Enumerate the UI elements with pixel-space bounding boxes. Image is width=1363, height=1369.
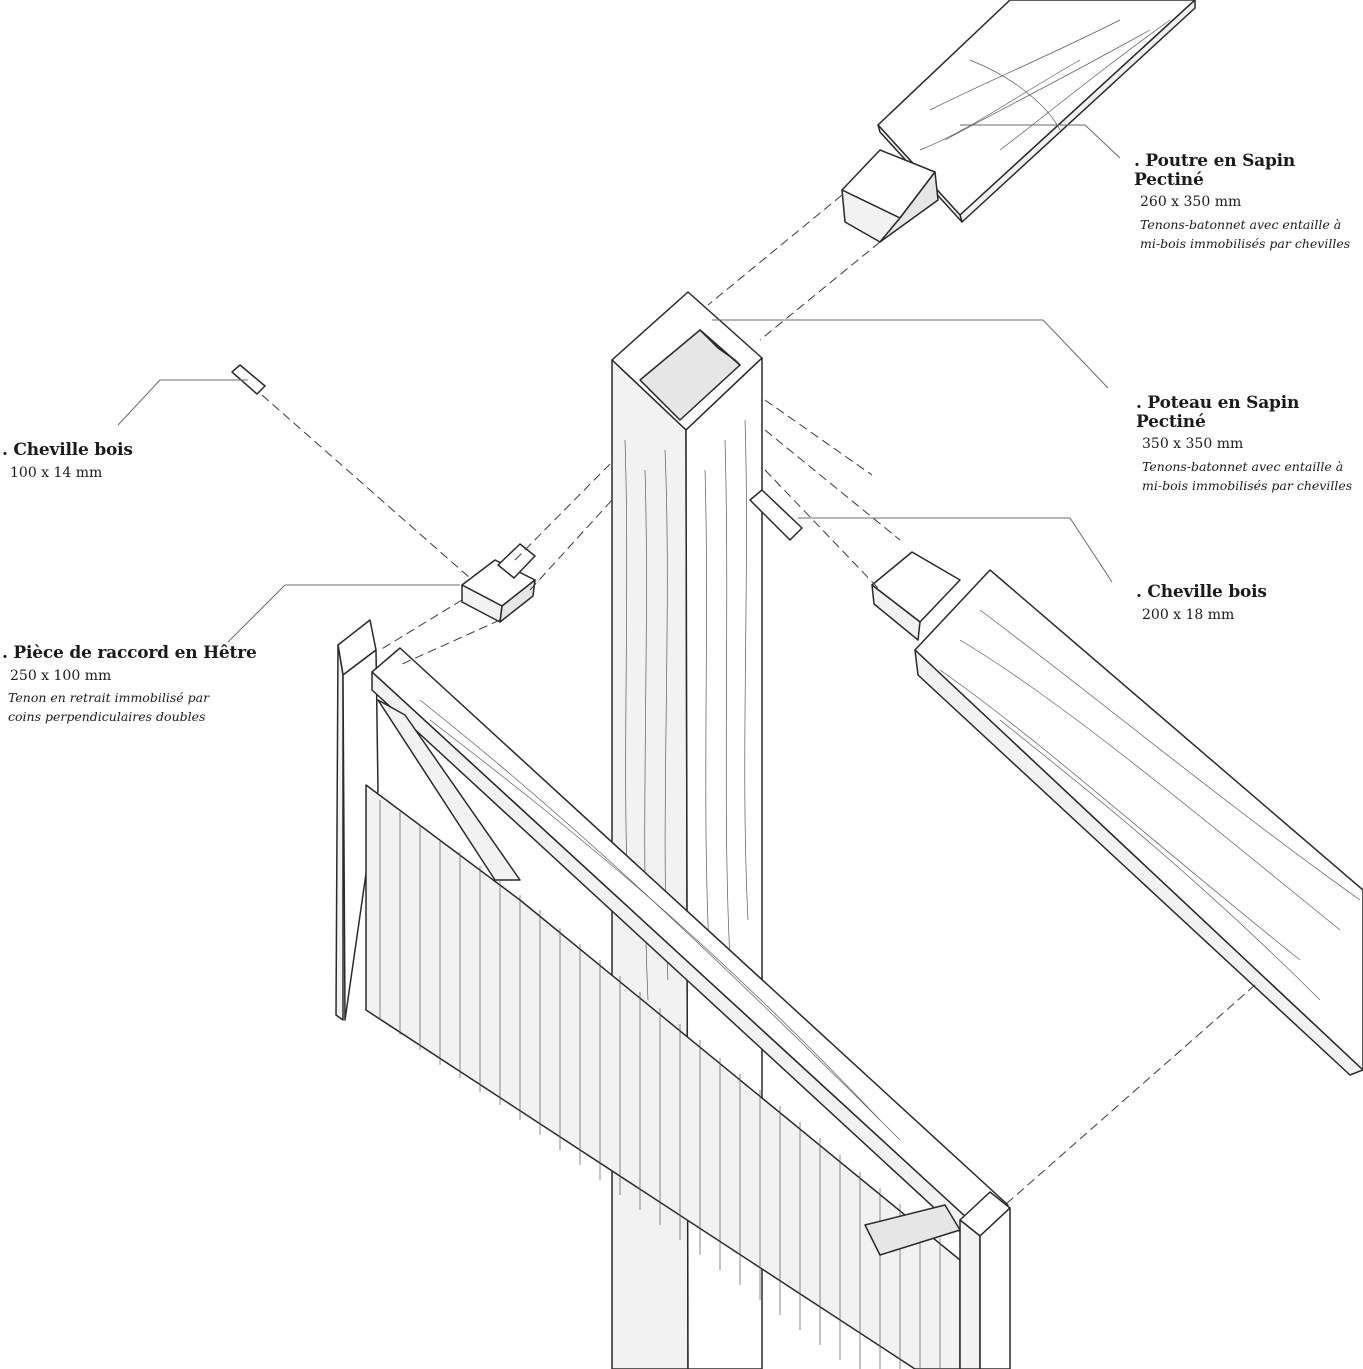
- upper-beam: [841, 0, 1196, 243]
- large-peg: [749, 489, 803, 541]
- leader-lines: [117, 124, 1121, 643]
- label-piece-raccord-title: . Pièce de raccord en Hêtre: [2, 643, 257, 663]
- label-cheville-petite: . Cheville bois 100 x 14 mm: [2, 441, 133, 481]
- label-poutre-title: . Poutre en Sapin Pectiné: [1134, 151, 1296, 190]
- label-cheville-petite-title: . Cheville bois: [2, 440, 133, 460]
- label-poutre-note-2: mi-bois immobilisés par chevilles: [1140, 235, 1351, 251]
- lower-frame: [335, 619, 1011, 1369]
- label-poutre: . Poutre en Sapin Pectiné 260 x 350 mm T…: [1134, 152, 1363, 253]
- label-cheville-grande-dims: 200 x 18 mm: [1142, 606, 1235, 623]
- label-poutre-note-1: Tenons-batonnet avec entaille à: [1140, 216, 1342, 232]
- label-poteau: . Poteau en Sapin Pectiné 350 x 350 mm T…: [1136, 394, 1363, 495]
- label-cheville-grande: . Cheville bois 200 x 18 mm: [1136, 583, 1267, 623]
- assembly-lines: [261, 194, 1256, 1206]
- label-piece-raccord-note-1: Tenon en retrait immobilisé par: [8, 690, 210, 706]
- small-peg: [231, 364, 266, 395]
- label-piece-raccord-note-2: coins perpendiculaires doubles: [8, 708, 206, 724]
- right-beam: [871, 551, 1363, 1076]
- label-poutre-dims: 260 x 350 mm: [1140, 194, 1242, 211]
- label-poteau-note-1: Tenons-batonnet avec entaille à: [1142, 458, 1344, 474]
- label-poteau-note-2: mi-bois immobilisés par chevilles: [1142, 477, 1353, 493]
- label-cheville-petite-dims: 100 x 14 mm: [10, 464, 103, 481]
- label-cheville-grande-title: . Cheville bois: [1136, 582, 1267, 602]
- label-piece-raccord-dims: 250 x 100 mm: [10, 667, 112, 684]
- label-poteau-dims: 350 x 350 mm: [1142, 436, 1244, 453]
- label-piece-raccord: . Pièce de raccord en Hêtre 250 x 100 mm…: [2, 644, 257, 727]
- label-poteau-title: . Poteau en Sapin Pectiné: [1136, 393, 1300, 432]
- connector-piece: [461, 543, 536, 623]
